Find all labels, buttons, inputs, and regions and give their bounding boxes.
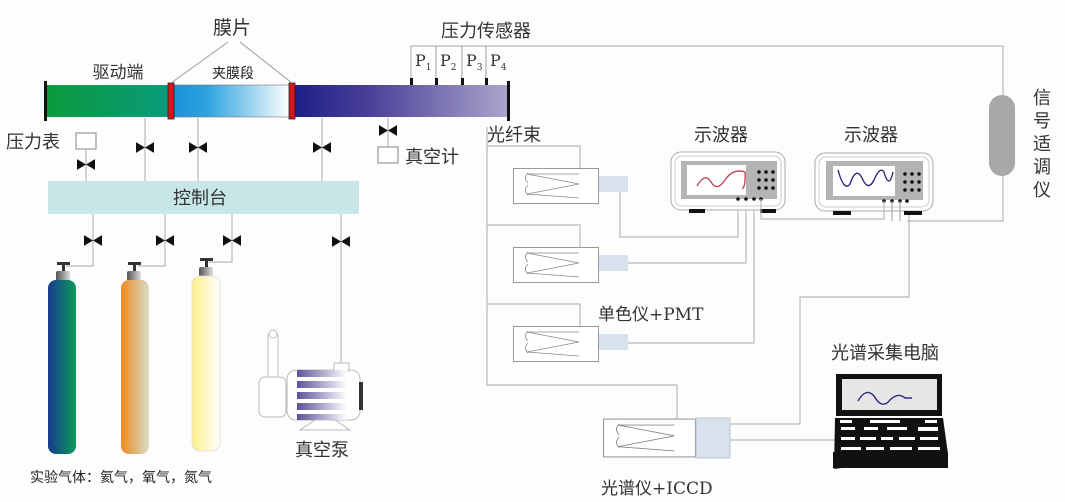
diaphragm-pointer-1: [170, 41, 229, 84]
sensor-port-p1: [410, 78, 413, 85]
sensor-port-p3: [461, 78, 464, 85]
pipe-cyl-1: [66, 214, 94, 267]
diaphragm-1: [167, 82, 175, 120]
spectrum-pc-label: 光谱采集电脑: [831, 343, 939, 364]
scope-2-trace: [837, 169, 894, 187]
fiber-bundle-label: 光纤束: [487, 125, 541, 146]
oscilloscope-2-label: 示波器: [844, 125, 898, 146]
fiber-branch-1: [487, 145, 581, 175]
tube-right-endcap: [507, 81, 510, 121]
driver-section: [46, 85, 169, 117]
signal-conditioner-label: 信 号 适 调 仪: [1033, 88, 1051, 201]
monochromator-3: [513, 326, 599, 362]
fiber-branch-3: [487, 303, 581, 332]
monochromator-1: [513, 168, 599, 204]
svg-text:仪: 仪: [1033, 180, 1051, 201]
svg-text:适: 适: [1033, 134, 1051, 155]
vacuum-gauge: [377, 146, 399, 164]
spectrometer: [603, 418, 696, 458]
diaphragm-2: [288, 82, 296, 120]
sensor-label-p4: P4: [490, 51, 507, 73]
control-console[interactable]: [48, 181, 359, 214]
clamp-section: [172, 84, 291, 118]
pressure-gauge-label: 压力表: [6, 132, 60, 153]
oscilloscope-1-label: 示波器: [694, 125, 748, 146]
iccd-trigger-wire: [730, 199, 910, 425]
control-console-label: 控制台: [173, 188, 227, 209]
sensor-port-p4: [485, 78, 488, 85]
gas-cylinder-1: [48, 262, 76, 454]
sensor-label-p2: P2: [440, 51, 457, 73]
diaphragm-label: 膜片: [213, 17, 251, 39]
test-gases-caption: 实验气体：氦气，氧气，氮气: [30, 470, 212, 486]
clamp-section-label: 夹膜段: [212, 66, 254, 82]
scope-link-wire: [760, 199, 885, 220]
monochromator-2: [513, 247, 599, 283]
iccd-detector: [695, 417, 731, 459]
scope-1-buttons[interactable]: [736, 170, 775, 201]
svg-text:调: 调: [1033, 157, 1051, 178]
spectrum-pc[interactable]: [833, 374, 948, 469]
sensor-bus-wire: [410, 45, 1004, 95]
diaphragm-pointer-2: [239, 41, 293, 84]
sensor-port-p2: [435, 78, 438, 85]
tube-left-endcap: [44, 81, 47, 121]
pmt-1-wire: [619, 192, 739, 238]
pmt-3-wire: [628, 199, 755, 344]
signal-conditioner[interactable]: [989, 95, 1015, 176]
driven-section: [294, 85, 508, 117]
pipe-cyl-3: [209, 214, 233, 263]
gas-cylinder-3: [191, 258, 221, 452]
svg-text:号: 号: [1033, 111, 1051, 132]
oscilloscope-1[interactable]: [670, 151, 786, 213]
svg-text:信: 信: [1033, 88, 1051, 109]
pmt-2: [599, 255, 628, 271]
pmt-3: [599, 334, 628, 350]
vacuum-pump-label: 真空泵: [295, 440, 349, 461]
fiber-branch-2: [487, 224, 581, 252]
fiber-bundle-trunk: [486, 127, 678, 419]
oscilloscope-2[interactable]: [814, 152, 934, 215]
pressure-gauge: [75, 132, 97, 150]
gas-cylinder-2: [121, 262, 149, 454]
sensor-label-p1: P1: [415, 51, 432, 73]
pc-screen-trace: [857, 391, 912, 405]
spectrometer-iccd-label: 光谱仪+ICCD: [601, 479, 713, 499]
driver-section-label: 驱动端: [93, 63, 144, 83]
pressure-sensors-label: 压力传感器: [441, 21, 531, 42]
conditioner-scope-wire: [907, 175, 1004, 222]
pmt-2-wire: [628, 199, 747, 264]
shock-tube: [44, 78, 510, 121]
pmt-1: [599, 176, 628, 192]
sensor-label-p3: P3: [466, 51, 483, 73]
monochromator-pmt-label: 单色仪+PMT: [598, 305, 704, 325]
vacuum-gauge-label: 真空计: [405, 147, 459, 168]
pipe-cyl-2: [138, 214, 166, 267]
vacuum-pump[interactable]: [258, 329, 363, 431]
scope-1-trace: [696, 170, 746, 190]
